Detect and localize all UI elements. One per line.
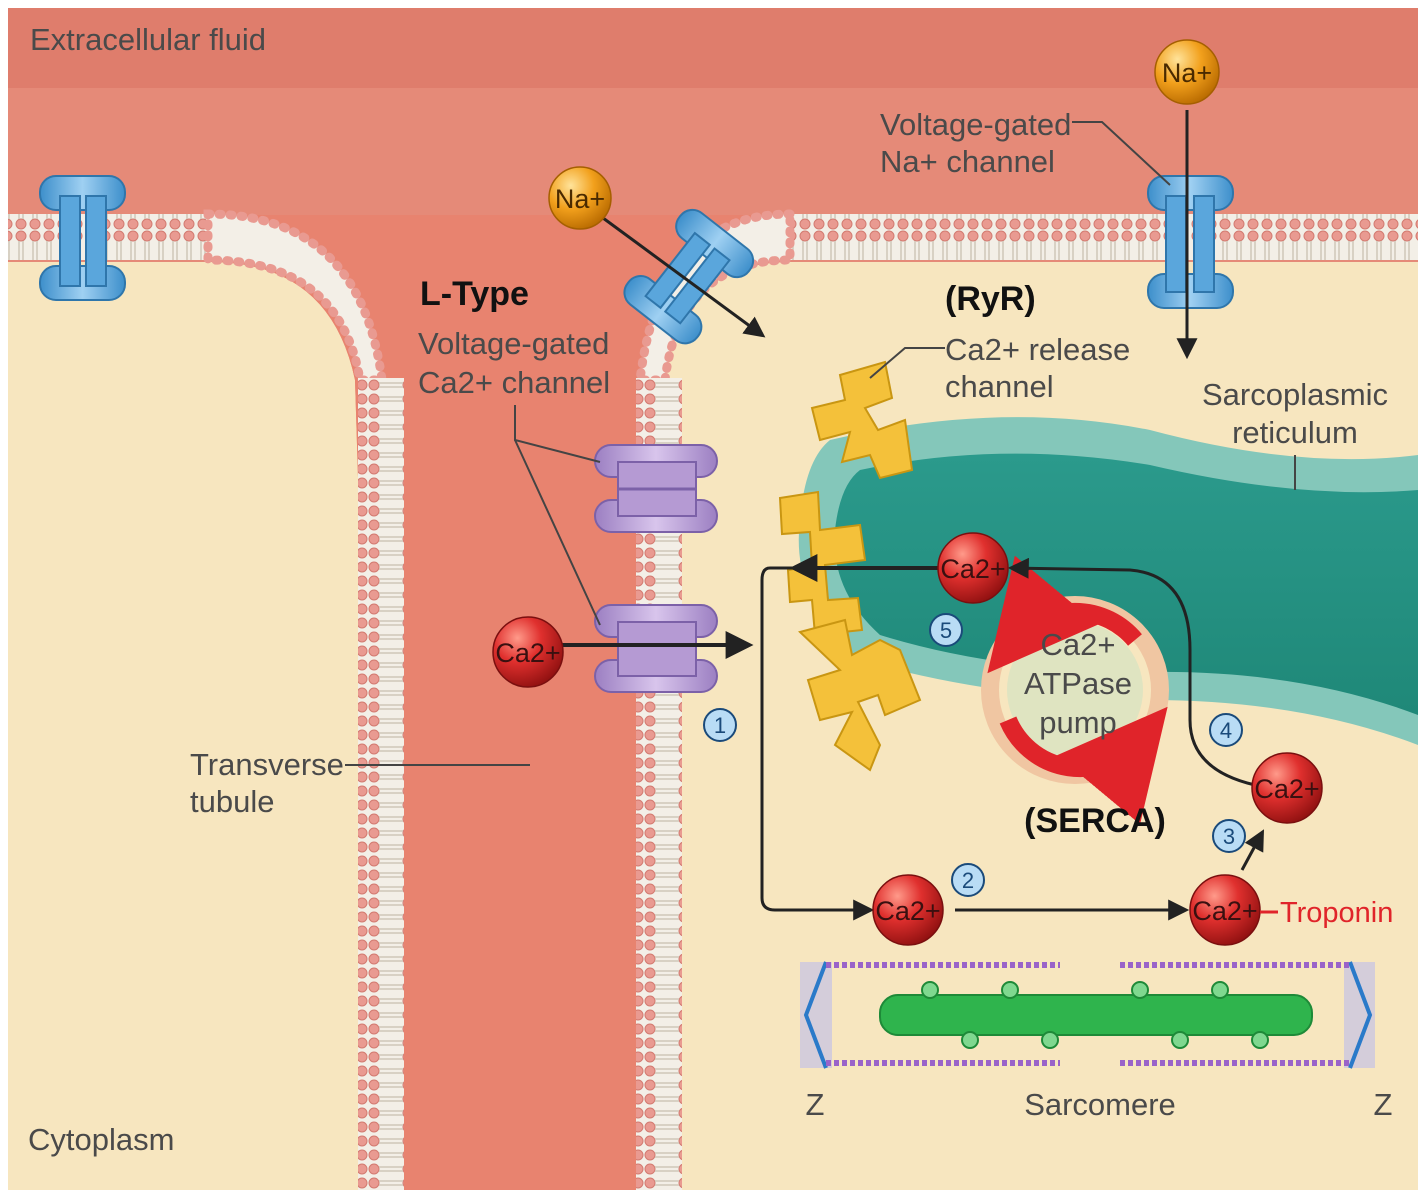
label-sarcomere: Sarcomere: [1024, 1087, 1176, 1122]
svg-text:Ca2+: Ca2+: [875, 896, 940, 926]
ca-unbind-arrow: [1240, 829, 1264, 871]
sarcoplasmic-reticulum-inner: [834, 453, 1418, 715]
step-badge-2: 2: [951, 863, 985, 897]
ca-ion-released: Ca2+: [1251, 752, 1323, 824]
svg-text:4: 4: [1220, 718, 1232, 743]
leader-ltype: [514, 405, 601, 626]
label-extracellular-fluid: Extracellular fluid: [30, 22, 266, 57]
na-channel-corner: [623, 208, 755, 345]
step-badge-4: 4: [1209, 713, 1243, 747]
label-ltype-desc-1: Voltage-gated: [418, 326, 609, 361]
label-na-channel-1: Voltage-gated: [880, 107, 1071, 142]
label-serca: (SERCA): [1024, 802, 1166, 840]
label-ryr: (RyR): [945, 280, 1036, 318]
svg-text:Na+: Na+: [555, 184, 605, 214]
step-badge-1: 1: [703, 708, 737, 742]
ca-ion-sr: Ca2+: [937, 532, 1009, 604]
ryr-channel-top: [810, 360, 914, 480]
svg-text:Ca2+: Ca2+: [940, 554, 1005, 584]
leader-na-channel: [1072, 121, 1171, 186]
label-z-right: Z: [1374, 1087, 1393, 1122]
label-ltype-desc-2: Ca2+ channel: [418, 365, 610, 400]
serca-pump: [981, 555, 1169, 825]
z-disc-left: [803, 961, 828, 1069]
label-pump-2: ATPase: [1024, 666, 1132, 701]
na-channel-left: [39, 175, 126, 301]
pump-arrow-bottom: [999, 706, 1168, 825]
myosin-heads: [921, 981, 1269, 1049]
leader-ryr: [869, 347, 945, 379]
ttubule-membrane-left: [358, 378, 404, 1190]
svg-text:5: 5: [940, 618, 952, 643]
svg-text:3: 3: [1223, 824, 1235, 849]
label-transverse-tubule-2: tubule: [190, 784, 274, 819]
cytoplasm-left: [8, 262, 380, 1190]
z-disc-right: [1348, 961, 1373, 1069]
label-pump-3: pump: [1039, 705, 1117, 740]
svg-text:Ca2+: Ca2+: [495, 638, 560, 668]
l-type-ca-channel-upper: [594, 444, 718, 533]
label-ryr-desc-1: Ca2+ release: [945, 332, 1130, 367]
step-badge-3: 3: [1212, 819, 1246, 853]
label-sr-1: Sarcoplasmic: [1202, 377, 1388, 412]
label-na-channel-2: Na+ channel: [880, 144, 1055, 179]
label-troponin: Troponin: [1280, 897, 1393, 929]
na-ion-corner: Na+: [548, 166, 612, 230]
ca-reuptake-arrow: [1007, 557, 1256, 787]
svg-text:Ca2+: Ca2+: [1192, 896, 1257, 926]
svg-text:2: 2: [962, 868, 974, 893]
myosin-filament: [879, 994, 1313, 1036]
svg-text:Na+: Na+: [1162, 58, 1212, 88]
sarcolemma-right: [790, 214, 1418, 260]
sarcomere: [800, 961, 1375, 1069]
label-l-type: L-Type: [420, 275, 529, 313]
label-transverse-tubule-1: Transverse: [190, 747, 344, 782]
ca-ion-troponin: Ca2+: [1189, 874, 1261, 946]
ryr-channel-bottom: [798, 618, 922, 772]
na-entry-arrow-corner: [602, 216, 766, 338]
svg-text:1: 1: [714, 713, 726, 738]
ca-ion-cytoplasm: Ca2+: [872, 874, 944, 946]
svg-text:Ca2+: Ca2+: [1254, 774, 1319, 804]
label-ryr-desc-2: channel: [945, 369, 1054, 404]
step-badge-5: 5: [929, 613, 963, 647]
label-pump-1: Ca2+: [1041, 627, 1116, 662]
sarcolemma-left: [8, 214, 208, 260]
pump-arrow-top: [987, 555, 1142, 674]
ca-ion-ttubule: Ca2+: [492, 616, 564, 688]
label-z-left: Z: [806, 1087, 825, 1122]
ca-diffuse-arrow: [760, 566, 875, 921]
actin-filaments: [826, 962, 1350, 1066]
label-cytoplasm: Cytoplasm: [28, 1122, 174, 1157]
l-type-ca-channel-lower: [594, 604, 718, 693]
label-sr-2: reticulum: [1232, 415, 1358, 450]
na-ion-right: Na+: [1154, 39, 1220, 105]
